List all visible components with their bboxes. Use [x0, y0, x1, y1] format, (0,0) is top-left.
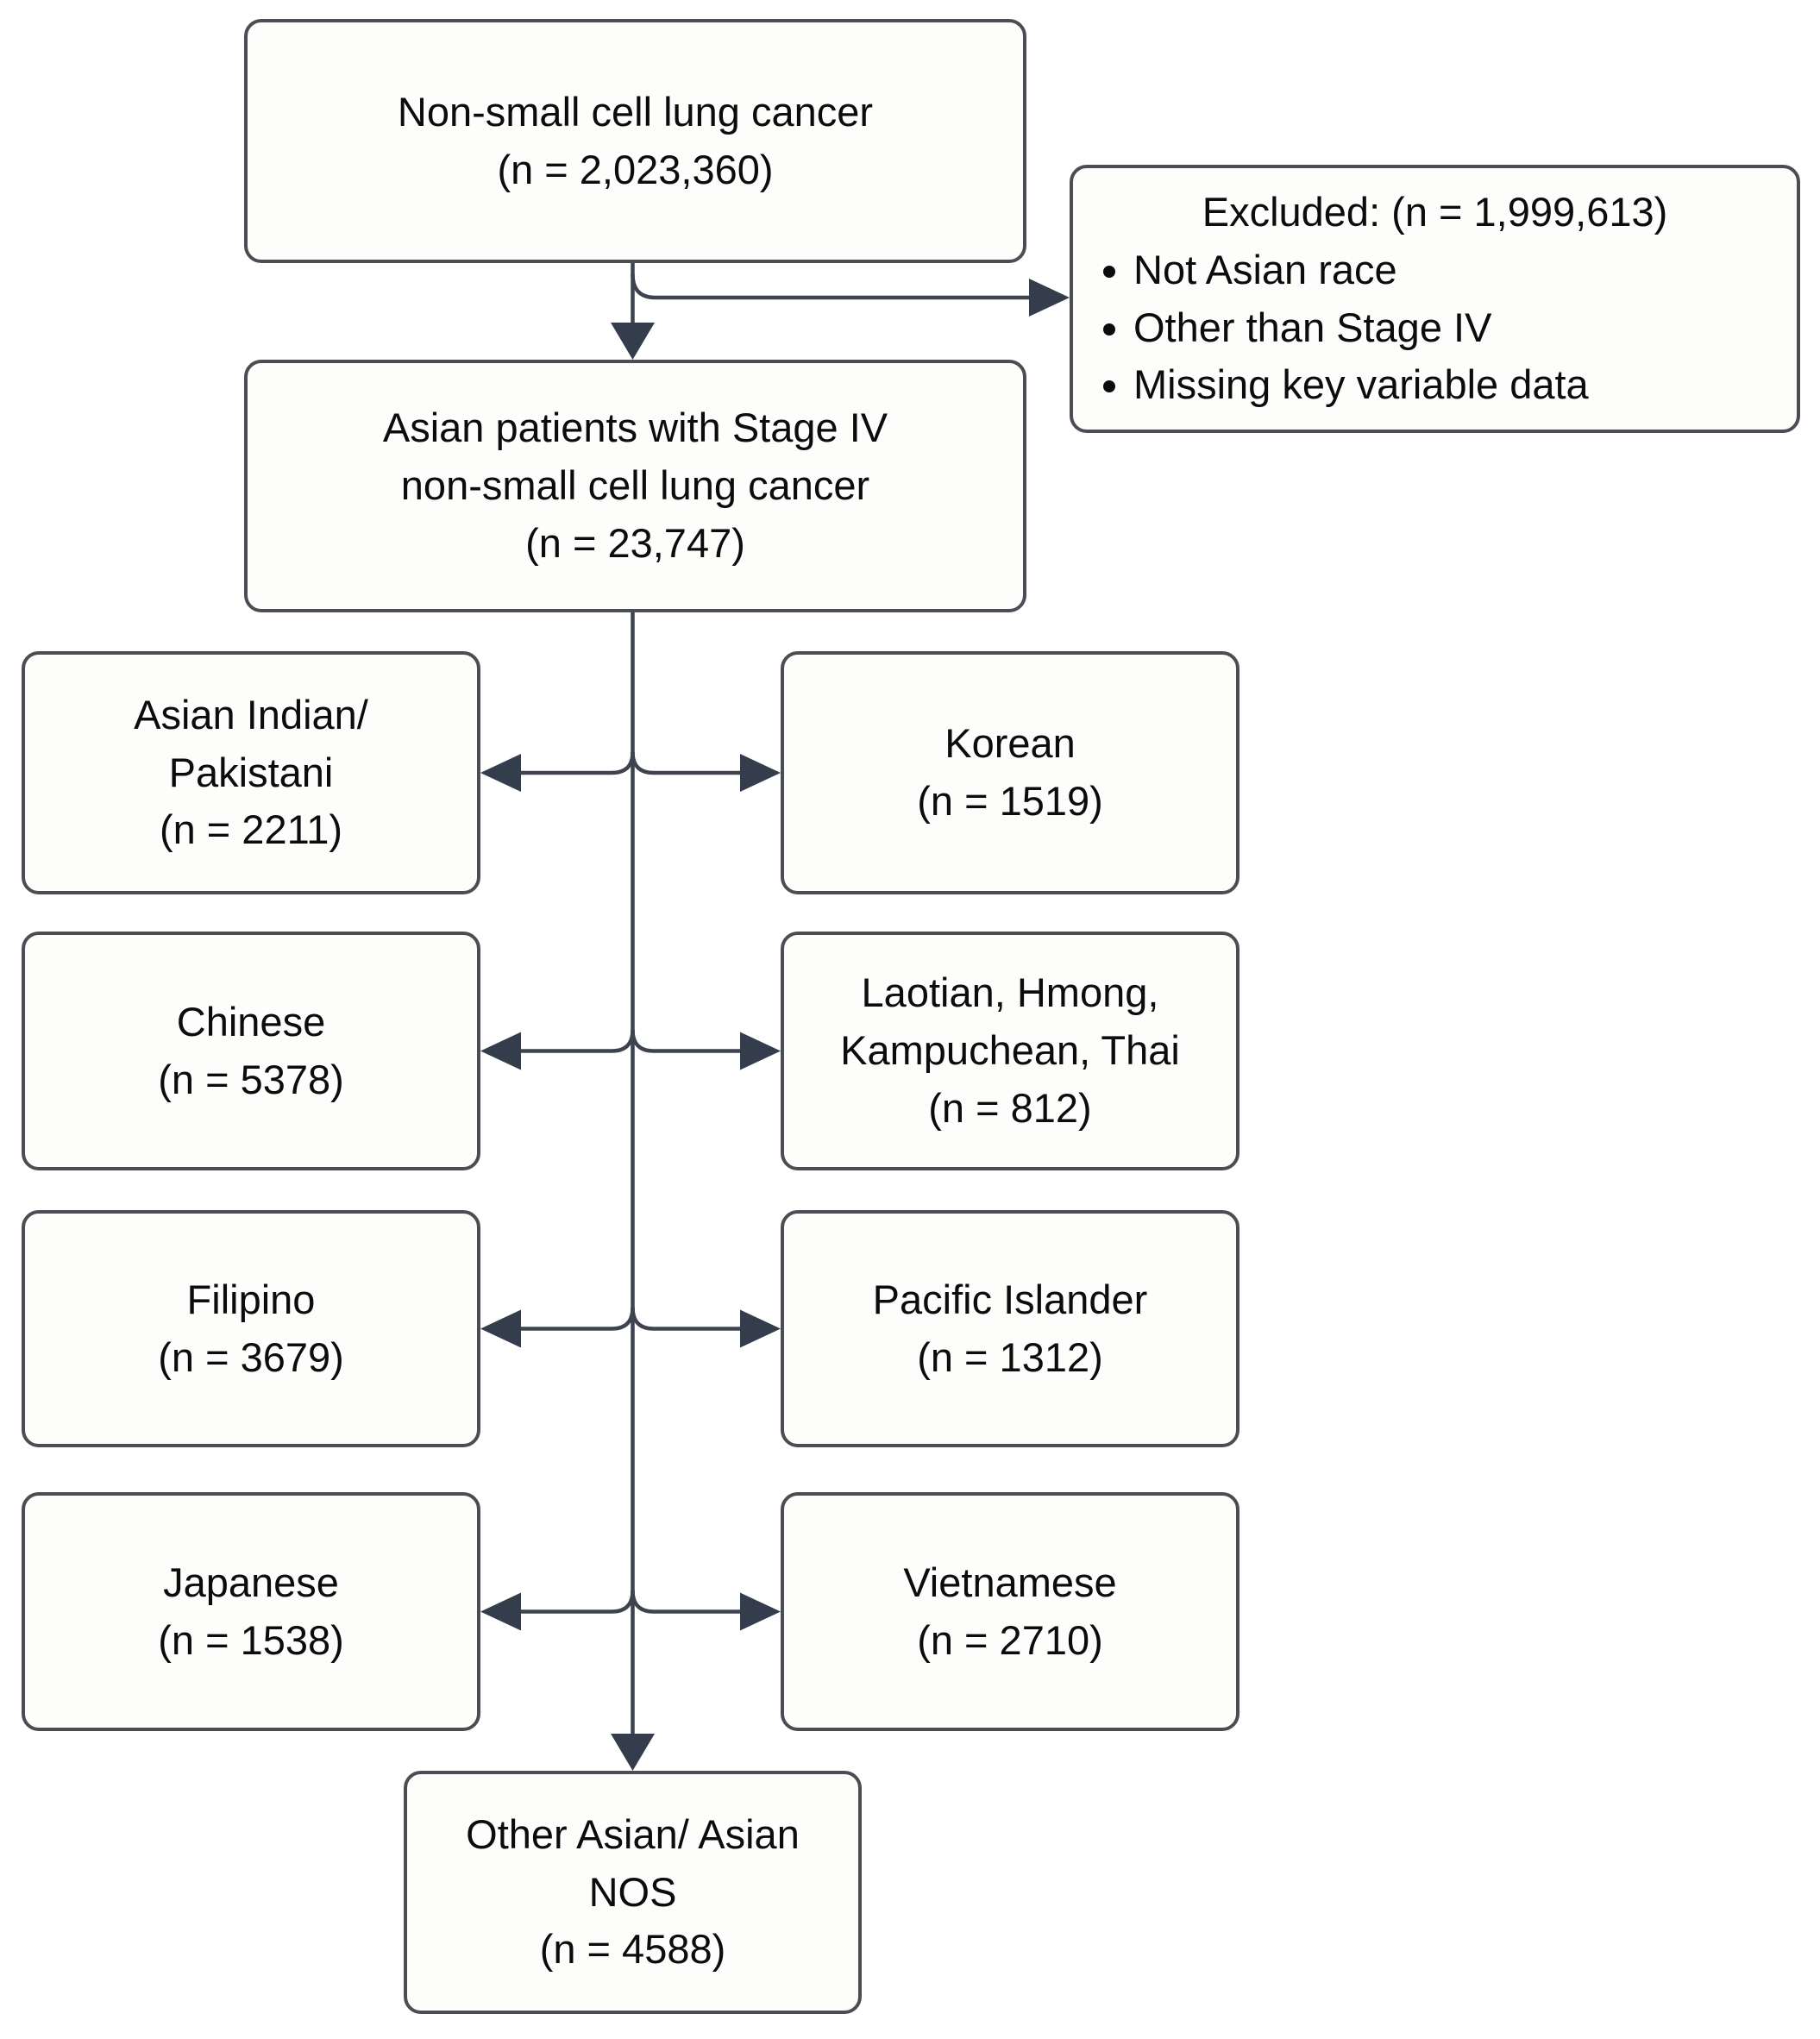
box-laotian-hmong-kampuchean-thai: Laotian, Hmong, Kampuchean, Thai (n = 81… [781, 932, 1239, 1170]
box-other-asian-nos: Other Asian/ Asian NOS (n = 4588) [404, 1771, 862, 2014]
box-vietnamese-text: Vietnamese (n = 2710) [903, 1559, 1117, 1663]
box-filipino-text: Filipino (n = 3679) [158, 1276, 344, 1380]
line-row4-right [631, 1590, 744, 1614]
line-row3-left [519, 1307, 635, 1331]
box-korean: Korean (n = 1519) [781, 651, 1239, 894]
arrowhead-right-row3 [740, 1309, 781, 1348]
line-row2-left [519, 1029, 635, 1053]
line-row1-right [631, 751, 744, 775]
arrowhead-down-stage4 [611, 323, 655, 360]
excluded-bullet-item: Not Asian race [1133, 242, 1776, 299]
box-vietnamese: Vietnamese (n = 2710) [781, 1492, 1239, 1731]
excluded-bullet-item: Other than Stage IV [1133, 299, 1776, 357]
box-laotian-hmong-kampuchean-thai-text: Laotian, Hmong, Kampuchean, Thai (n = 81… [840, 969, 1180, 1131]
box-stage4-asian: Asian patients with Stage IV non-small c… [244, 360, 1026, 612]
arrowhead-right-row2 [740, 1032, 781, 1070]
arrowhead-down-bottom [611, 1734, 655, 1771]
box-stage4-asian-text: Asian patients with Stage IV non-small c… [382, 405, 888, 566]
line-row1-left [519, 751, 635, 775]
box-nsclc-total-text: Non-small cell lung cancer (n = 2,023,36… [397, 88, 874, 192]
arrowhead-left-row1 [480, 754, 521, 792]
box-filipino: Filipino (n = 3679) [22, 1210, 480, 1447]
arrowhead-left-row3 [480, 1309, 521, 1348]
line-row2-right [631, 1029, 744, 1053]
box-asian-indian-pakistani: Asian Indian/ Pakistani (n = 2211) [22, 651, 480, 894]
box-excluded: Excluded: (n = 1,999,613) Not Asian race… [1070, 165, 1800, 433]
box-pacific-islander: Pacific Islander (n = 1312) [781, 1210, 1239, 1447]
box-nsclc-total: Non-small cell lung cancer (n = 2,023,36… [244, 19, 1026, 263]
excluded-bullet-list: Not Asian race Other than Stage IV Missi… [1094, 242, 1776, 414]
arrowhead-left-row4 [480, 1592, 521, 1631]
box-chinese-text: Chinese (n = 5378) [158, 998, 344, 1102]
box-japanese-text: Japanese (n = 1538) [158, 1559, 344, 1663]
box-pacific-islander-text: Pacific Islander (n = 1312) [872, 1276, 1148, 1380]
box-other-asian-nos-text: Other Asian/ Asian NOS (n = 4588) [466, 1810, 800, 1973]
arrowhead-left-row2 [480, 1032, 521, 1070]
line-row3-right [631, 1307, 744, 1331]
excluded-heading: Excluded: (n = 1,999,613) [1202, 189, 1668, 235]
box-chinese: Chinese (n = 5378) [22, 932, 480, 1170]
arrowhead-right-row4 [740, 1592, 781, 1631]
box-japanese: Japanese (n = 1538) [22, 1492, 480, 1731]
arrowhead-right-excluded [1029, 279, 1070, 317]
box-korean-text: Korean (n = 1519) [917, 720, 1103, 824]
line-row4-left [519, 1590, 635, 1614]
excluded-bullet-item: Missing key variable data [1133, 356, 1776, 414]
arrowhead-right-row1 [740, 754, 781, 792]
line-branch-to-excluded [631, 273, 1032, 300]
box-asian-indian-pakistani-text: Asian Indian/ Pakistani (n = 2211) [134, 691, 368, 853]
